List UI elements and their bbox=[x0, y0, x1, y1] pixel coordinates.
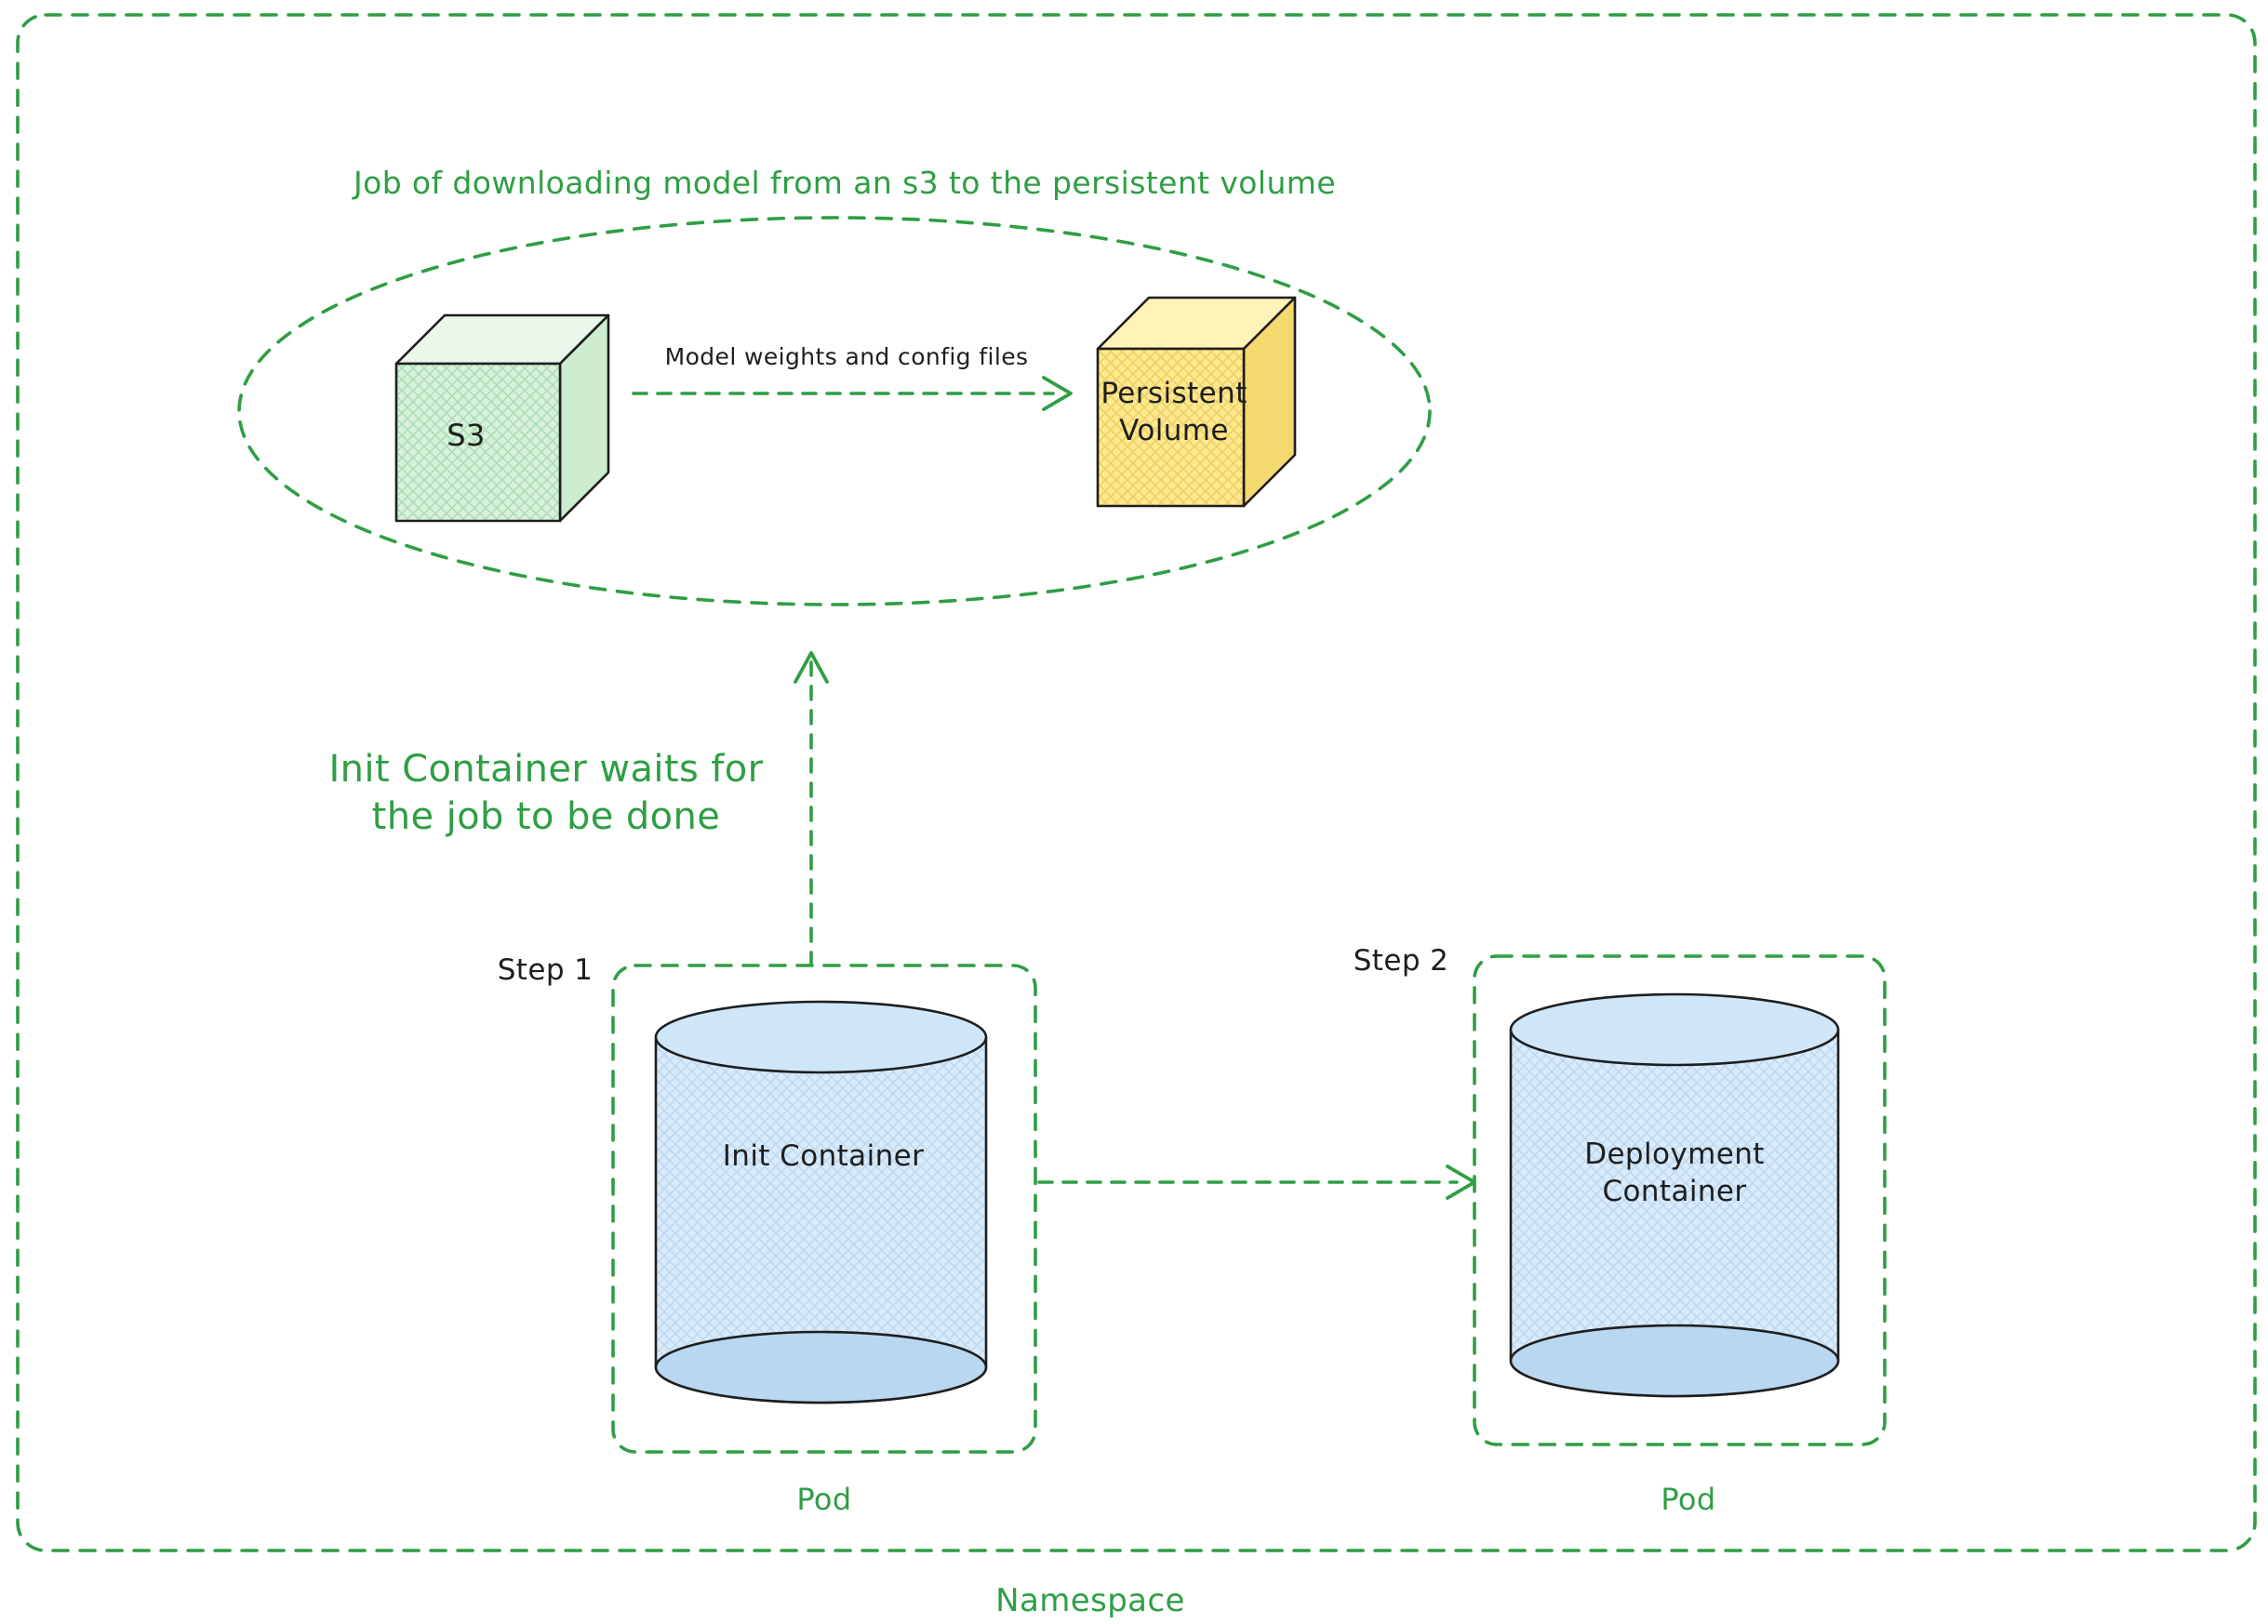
job-title: Job of downloading model from an s3 to t… bbox=[353, 165, 1337, 201]
step1-label: Step 1 bbox=[497, 953, 594, 987]
s3-to-pv-arrow bbox=[632, 376, 1073, 411]
transfer-arrow-label: Model weights and config files bbox=[664, 343, 1029, 370]
pod2-label: Pod bbox=[1661, 1482, 1716, 1517]
pod1-boundary bbox=[611, 964, 1037, 1454]
namespace-boundary bbox=[16, 13, 2257, 1552]
deployment-container-label: Deployment Container bbox=[1584, 1138, 1765, 1208]
s3-cube bbox=[394, 313, 610, 523]
init-wait-note: Init Container waits for the job to be d… bbox=[328, 748, 764, 839]
init-container-cylinder bbox=[654, 1000, 988, 1404]
step2-label: Step 2 bbox=[1353, 944, 1449, 978]
deployment-container-cylinder bbox=[1509, 992, 1840, 1398]
s3-label: S3 bbox=[447, 418, 486, 453]
init-container-label: Init Container bbox=[722, 1139, 925, 1173]
namespace-label: Namespace bbox=[995, 1582, 1185, 1619]
pod2-boundary bbox=[1473, 954, 1887, 1446]
pod1-label: Pod bbox=[796, 1482, 852, 1517]
init-wait-arrow bbox=[794, 651, 829, 967]
persistent-volume-cube bbox=[1096, 296, 1297, 508]
persistent-volume-label: Persistent Volume bbox=[1101, 377, 1247, 447]
job-boundary-ellipse bbox=[237, 216, 1432, 606]
pod-to-pod-arrow bbox=[1037, 1165, 1476, 1200]
